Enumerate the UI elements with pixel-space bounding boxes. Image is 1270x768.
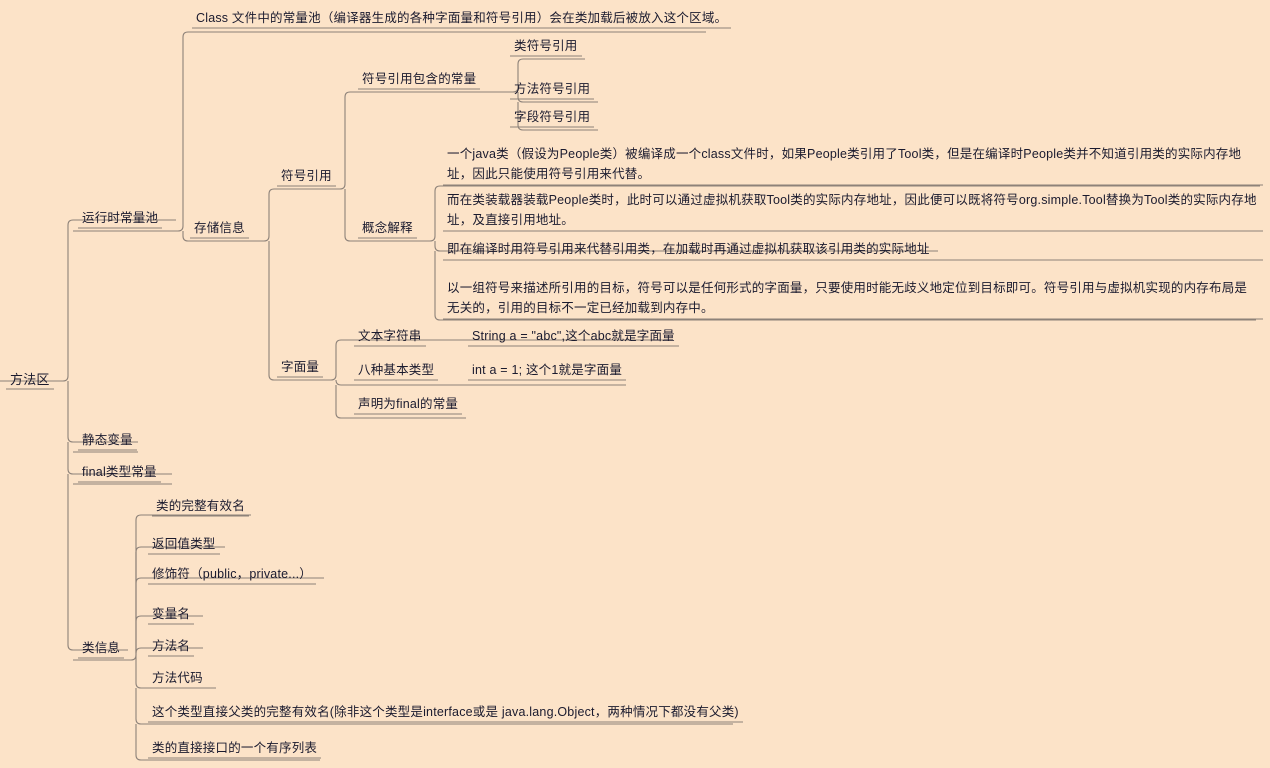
node-concept-4[interactable]: 以一组符号来描述所引用的目标，符号可以是任何形式的字面量，只要使用时能无歧义地定…: [447, 281, 1248, 315]
node-concept-explain[interactable]: 概念解释: [362, 221, 413, 235]
node-storage-info[interactable]: 存储信息: [194, 221, 245, 235]
node-class-pool-description[interactable]: Class 文件中的常量池（编译器生成的各种字面量和符号引用）会在类加载后被放入…: [196, 11, 728, 25]
node-literal[interactable]: 字面量: [281, 360, 320, 374]
node-literal-text-string[interactable]: 文本字符串: [358, 329, 422, 343]
node-runtime-constant-pool[interactable]: 运行时常量池: [82, 211, 159, 225]
node-class-super-name[interactable]: 这个类型直接父类的完整有效名(除非这个类型是interface或是 java.l…: [152, 705, 739, 719]
node-final-constants[interactable]: final类型常量: [82, 465, 157, 479]
node-concept-1[interactable]: 一个java类（假设为People类）被编译成一个class文件时，如果Peop…: [447, 147, 1242, 181]
node-static-variables[interactable]: 静态变量: [82, 433, 133, 447]
node-literal-final[interactable]: 声明为final的常量: [358, 397, 459, 411]
node-symref-field[interactable]: 字段符号引用: [514, 110, 591, 124]
node-literal-primitive-example[interactable]: int a = 1; 这个1就是字面量: [472, 363, 623, 377]
node-class-method-code[interactable]: 方法代码: [152, 671, 203, 685]
node-class-var-name[interactable]: 变量名: [152, 607, 191, 621]
node-symref-constants[interactable]: 符号引用包含的常量: [362, 72, 477, 86]
node-concept-3[interactable]: 即在编译时用符号引用来代替引用类，在加载时再通过虚拟机获取该引用类的实际地址: [447, 242, 930, 256]
node-class-interfaces[interactable]: 类的直接接口的一个有序列表: [152, 741, 318, 755]
node-symref-class[interactable]: 类符号引用: [514, 39, 578, 53]
node-symref-method[interactable]: 方法符号引用: [514, 82, 591, 96]
node-literal-text-string-example[interactable]: String a = "abc",这个abc就是字面量: [472, 329, 675, 343]
node-literal-primitive[interactable]: 八种基本类型: [358, 363, 435, 377]
node-class-method-name[interactable]: 方法名: [152, 639, 191, 653]
node-concept-2[interactable]: 而在类装载器装载People类时，此时可以通过虚拟机获取Tool类的实际内存地址…: [447, 193, 1257, 227]
node-symbolic-reference[interactable]: 符号引用: [281, 169, 332, 183]
node-class-full-name[interactable]: 类的完整有效名: [156, 499, 245, 513]
node-class-info[interactable]: 类信息: [82, 641, 121, 655]
node-class-return-type[interactable]: 返回值类型: [152, 537, 216, 551]
node-root[interactable]: 方法区: [10, 372, 50, 387]
node-class-modifier[interactable]: 修饰符（public，private...）: [152, 567, 312, 581]
